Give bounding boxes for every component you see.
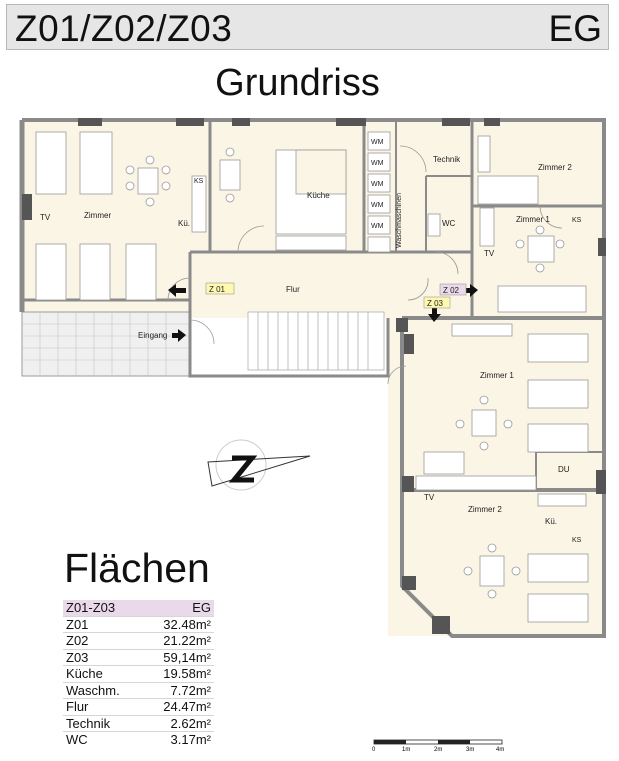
area-value: 7.72m² [142, 681, 214, 699]
table-row: Z03 59,14m² [63, 648, 214, 666]
area-label: Waschm. [63, 681, 143, 699]
table-row: Z02 21.22m² [63, 632, 214, 649]
scale-tick-0: 0 [372, 747, 376, 753]
label-wm-1: WM [371, 139, 384, 146]
north-symbol [207, 439, 311, 491]
label-wm-3: WM [371, 181, 384, 188]
label-ks-right: KS [572, 217, 582, 224]
terrace [21, 311, 191, 377]
label-zimmer1-z03: Zimmer 1 [480, 371, 514, 380]
label-technik: Technik [433, 155, 461, 164]
area-label: Z03 [63, 648, 143, 666]
unit-tags: Z 01 Z 02 Z 03 [205, 282, 467, 309]
table-row: Flur 24.47m² [63, 698, 214, 715]
label-wm-4: WM [371, 202, 384, 209]
areas-header-row: Z01-Z03 EG [63, 600, 214, 616]
area-label: Küche [63, 665, 143, 682]
scale-tick-1: 1m [402, 747, 410, 753]
area-label: WC [63, 731, 143, 748]
tag-z02: Z 02 [443, 286, 460, 295]
table-row: Technik 2.62m² [63, 714, 214, 732]
label-kueche: Küche [307, 191, 330, 200]
area-label: Technik [63, 714, 143, 732]
area-value: 32.48m² [142, 615, 214, 633]
scale-tick-2: 2m [434, 747, 442, 753]
doors [167, 145, 563, 385]
area-value: 24.47m² [142, 698, 214, 715]
table-row: Küche 19.58m² [63, 665, 214, 682]
furniture [35, 131, 589, 623]
label-tv-left: TV [40, 213, 51, 222]
area-value: 3.17m² [142, 731, 214, 748]
label-wm-5: WM [371, 223, 384, 230]
area-label: Z02 [63, 632, 143, 649]
scale-tick-3: 3m [466, 747, 474, 753]
label-zimmer2-top: Zimmer 2 [538, 163, 572, 172]
scale-bar: 0 1m 2m 3m 4m [372, 739, 504, 753]
label-ku-left: Kü. [178, 219, 190, 228]
area-label: Flur [63, 698, 143, 715]
label-flur: Flur [286, 285, 300, 294]
areas-header-label: Z01-Z03 [63, 600, 143, 616]
label-wm-2: WM [371, 160, 384, 167]
label-ks-z03: KS [572, 537, 582, 544]
label-waschmaschinen: Waschmaschinen [396, 193, 403, 248]
table-row: Z01 32.48m² [63, 615, 214, 633]
label-zimmer-left: Zimmer [84, 211, 111, 220]
unit-code: Z01/Z02/Z03 [15, 8, 233, 49]
label-tv-z03: TV [424, 493, 435, 502]
area-value: 2.62m² [142, 714, 214, 732]
label-du: DU [558, 465, 570, 474]
label-zimmer2-z03: Zimmer 2 [468, 505, 502, 514]
scale-tick-4: 4m [496, 747, 504, 753]
label-eingang: Eingang [138, 331, 167, 340]
areas-title: Flächen [64, 545, 210, 591]
staircase [247, 311, 385, 371]
room-labels: Zimmer TV Kü. KS Küche WM WM WM WM WM Wa… [40, 139, 582, 544]
arrows [168, 284, 478, 342]
label-wc: WC [442, 219, 456, 228]
table-row: Waschm. 7.72m² [63, 681, 214, 699]
area-value: 59,14m² [142, 648, 214, 666]
wall-blocks [22, 118, 606, 634]
table-row: WC 3.17m² [63, 731, 214, 748]
tag-z03: Z 03 [427, 299, 444, 308]
floor-label: EG [548, 8, 602, 49]
area-value: 19.58m² [142, 665, 214, 682]
areas-header-value: EG [142, 600, 214, 616]
area-value: 21.22m² [142, 632, 214, 649]
page-title: Grundriss [215, 62, 380, 104]
areas-table: Z01-Z03 EG Z01 32.48m² Z02 21.22m² Z03 5… [63, 600, 214, 748]
tag-z01: Z 01 [209, 285, 226, 294]
label-ks-left: KS [194, 178, 204, 185]
label-tv-right: TV [484, 249, 495, 258]
header-bar: Z01/Z02/Z03 EG [6, 4, 609, 50]
area-label: Z01 [63, 615, 143, 633]
label-ku-z03: Kü. [545, 517, 557, 526]
label-zimmer1-top: Zimmer 1 [516, 215, 550, 224]
